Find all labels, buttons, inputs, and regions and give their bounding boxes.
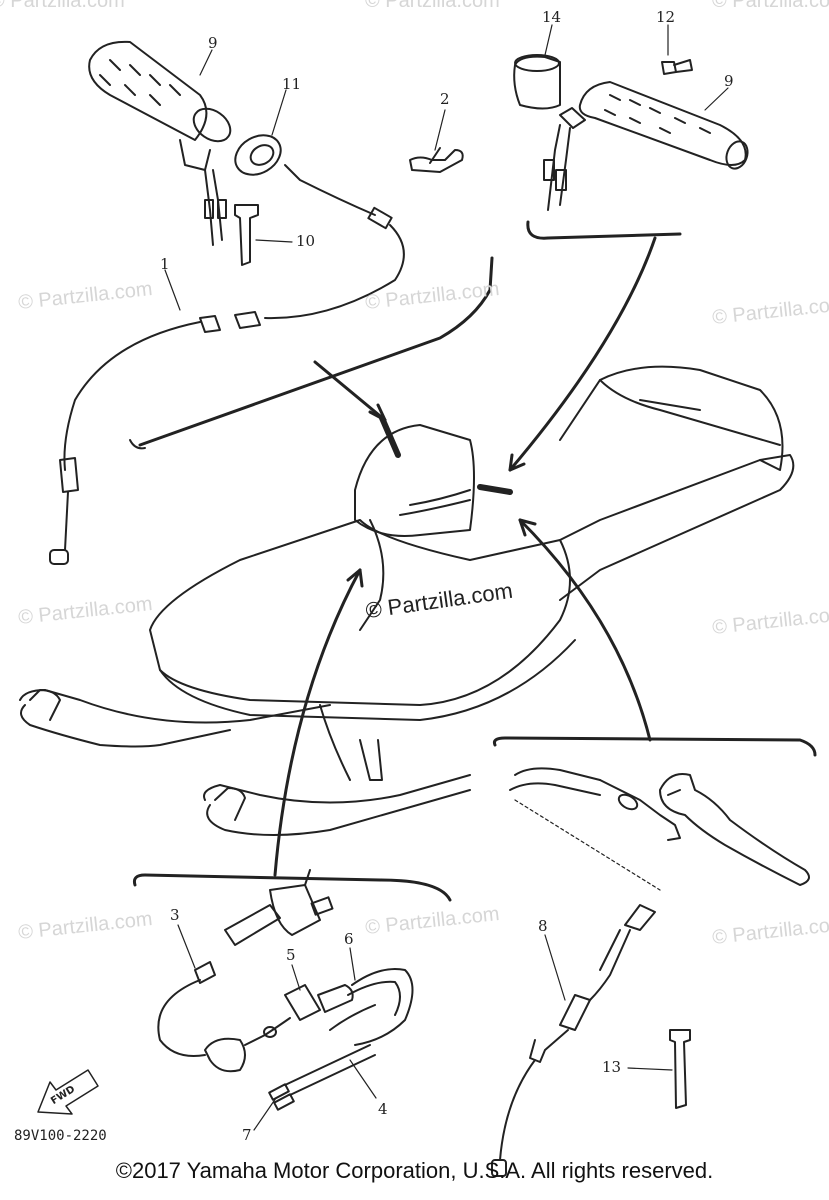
callout-label: 14: [542, 8, 562, 26]
callout-label: 12: [656, 8, 676, 26]
watermark: © Partzilla.com: [712, 0, 829, 12]
callout-label: 3: [170, 906, 180, 924]
callout-label: 13: [602, 1058, 622, 1076]
callout-label: 4: [378, 1100, 388, 1118]
callout-label: 8: [538, 917, 548, 935]
callout-label: 11: [282, 75, 302, 93]
callout-leaders: [164, 24, 729, 1131]
copyright-notice: ©2017 Yamaha Motor Corporation, U.S.A. A…: [115, 1158, 714, 1183]
callout-label: 5: [286, 946, 296, 964]
callout-label: 7: [242, 1126, 252, 1144]
callout-label: 6: [344, 930, 354, 948]
part-code: 89V100-2220: [14, 1128, 107, 1144]
callout-label: 9: [724, 72, 734, 90]
watermark: © Partzilla.com: [365, 0, 500, 12]
watermark: © Partzilla.com: [0, 0, 125, 12]
callout-label: 9: [208, 34, 218, 52]
fwd-arrow-icon: [37, 1069, 99, 1115]
callout-label: 1: [160, 255, 170, 273]
snowmobile-body: [19, 365, 795, 836]
callout-label: 10: [296, 232, 316, 250]
lower-left-group: [133, 568, 452, 1111]
upper-right-group: [409, 54, 749, 472]
upper-left-group: [49, 40, 494, 565]
lower-right-group: [491, 518, 817, 1177]
callout-label: 2: [440, 90, 450, 108]
